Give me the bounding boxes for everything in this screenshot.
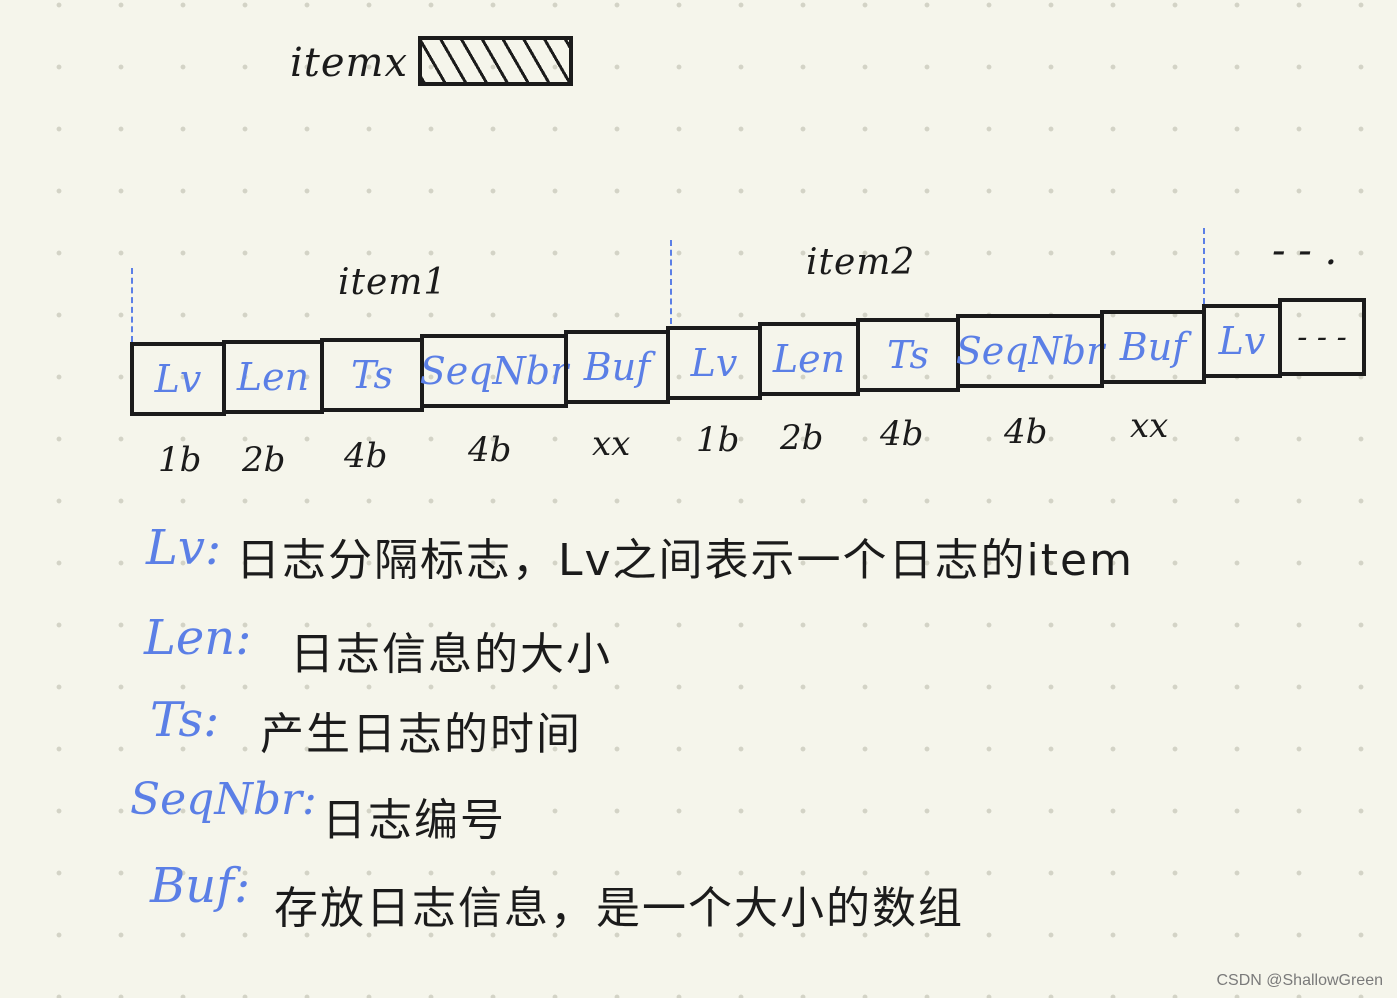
item2-label: item2 [806, 242, 916, 283]
definition-text-lv: 日志分隔标志，Lv之间表示一个日志的item [236, 535, 1134, 586]
definition-text-seqnbr: 日志编号 [322, 795, 506, 846]
definition-term-lv: Lv: [146, 520, 222, 576]
size-label-ts-2: 4b [880, 414, 924, 454]
item1-lv-cell: Lv [130, 342, 226, 416]
definition-term-seqnbr: SeqNbr: [130, 774, 317, 825]
size-label-buf-2: xx [1130, 406, 1169, 446]
size-label-buf-1: xx [592, 424, 631, 464]
definition-term-buf: Buf: [150, 858, 251, 914]
size-label-lv-1: 1b [158, 440, 202, 480]
definition-text-buf: 存放日志信息，是一个大小的数组 [274, 883, 964, 934]
item2-start-boundary [670, 240, 672, 324]
item2-buf-cell: Buf [1100, 310, 1206, 384]
item3-start-boundary [1203, 228, 1205, 304]
size-label-seqnbr-1: 4b [468, 430, 512, 470]
item1-start-boundary [131, 268, 133, 342]
continuation-cell: - - - [1278, 298, 1366, 376]
item1-label: item1 [338, 262, 448, 303]
definition-text-ts: 产生日志的时间 [260, 709, 582, 760]
item2-len-cell: Len [758, 322, 860, 396]
legend-label: itemx [290, 40, 409, 86]
size-label-len-2: 2b [780, 418, 824, 458]
item1-seqnbr-cell: SeqNbr [420, 334, 568, 408]
item2-lv-cell: Lv [666, 326, 762, 400]
item2-ts-cell: Ts [856, 318, 960, 392]
size-label-seqnbr-2: 4b [1004, 412, 1048, 452]
item1-len-cell: Len [222, 340, 324, 414]
legend-hatched-swatch [418, 36, 573, 86]
definition-term-len: Len: [144, 610, 252, 666]
item1-ts-cell: Ts [320, 338, 424, 412]
size-label-lv-2: 1b [696, 420, 740, 460]
size-label-len-1: 2b [242, 440, 286, 480]
more-items-indicator: - - . [1272, 228, 1338, 274]
item1-buf-cell: Buf [564, 330, 670, 404]
size-label-ts-1: 4b [344, 436, 388, 476]
item2-seqnbr-cell: SeqNbr [956, 314, 1104, 388]
definition-term-ts: Ts: [150, 692, 220, 748]
definition-text-len: 日志信息的大小 [290, 629, 612, 680]
item3-lv-cell: Lv [1202, 304, 1282, 378]
watermark: CSDN @ShallowGreen [1216, 972, 1383, 989]
